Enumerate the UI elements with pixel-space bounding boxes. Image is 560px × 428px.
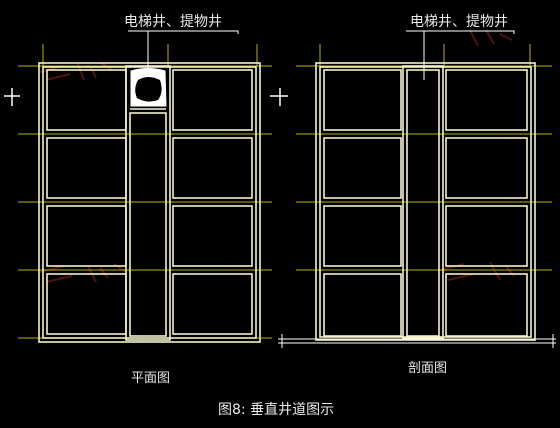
figure-caption: 图8: 垂直井道图示 [218, 401, 334, 418]
section-crosshair-marker [270, 88, 288, 106]
plan-callout-leader [128, 30, 239, 34]
plan-callout-label: 电梯井、提物井 [124, 14, 222, 30]
plan-view-drawing: 电梯井、提物井 平面图 [4, 14, 272, 386]
section-caption: 剖面图 [408, 361, 447, 376]
section-ground-line [278, 334, 556, 348]
plan-crosshair-marker [4, 88, 20, 106]
plan-caption: 平面图 [131, 371, 170, 386]
section-callout-label: 电梯井、提物井 [410, 14, 508, 30]
plan-shaft-opening [135, 77, 162, 102]
section-wall-outline [315, 62, 536, 341]
section-view-drawing: 电梯井、提物井 剖面图 [270, 14, 556, 376]
section-callout-leader [406, 30, 515, 34]
